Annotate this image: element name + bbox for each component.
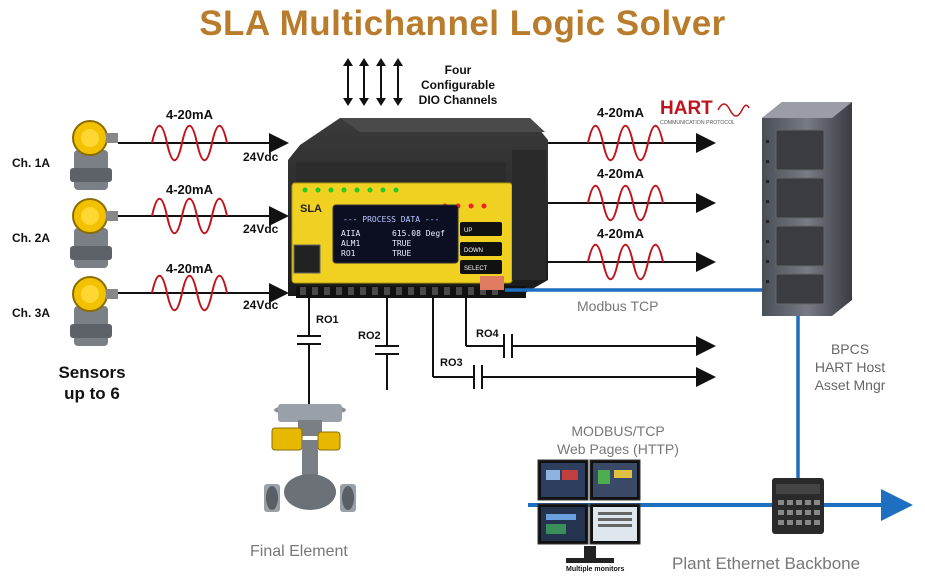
relay-ro4-label: RO4 xyxy=(476,328,499,340)
bpcs-label-line-3: Asset Mngr xyxy=(814,377,886,393)
modbus-web-label-line-2: Web Pages (HTTP) xyxy=(557,441,679,457)
relay-ro3-label: RO3 xyxy=(440,357,463,369)
channel-1-label: Ch. 1A xyxy=(12,156,51,170)
input-signal-3 xyxy=(118,274,289,312)
input-signal-2 xyxy=(118,197,289,235)
modbus-web-label-line-1: MODBUS/TCP xyxy=(571,423,665,439)
logic-solver-device xyxy=(288,118,548,298)
input-signal-1 xyxy=(118,124,289,162)
bpcs-label-line-1: BPCS xyxy=(830,341,870,357)
monitors-caption: Multiple monitors xyxy=(566,566,624,573)
sensor-transmitter-1 xyxy=(70,120,118,190)
hart-logo-subtitle: COMMUNICATION PROTOCOL xyxy=(660,120,735,126)
relay-ro1-line xyxy=(297,296,321,405)
dio-arrows xyxy=(343,58,403,106)
bpcs-cabinet xyxy=(762,102,852,316)
display-row-1-value: 615.08 Degf xyxy=(392,229,445,238)
modbus-tcp-label: Modbus TCP xyxy=(577,298,659,314)
channel-1-power: 24Vdc xyxy=(243,150,279,164)
channel-3-label: Ch. 3A xyxy=(12,306,51,320)
hart-logo xyxy=(717,103,750,117)
down-button-label: DOWN xyxy=(464,248,483,254)
channel-3-signal: 4-20mA xyxy=(166,261,213,276)
relay-ro2-label: RO2 xyxy=(358,330,381,342)
channel-1-signal: 4-20mA xyxy=(166,107,213,122)
channel-2-label: Ch. 2A xyxy=(12,231,51,245)
page-title: SLA Multichannel Logic Solver xyxy=(199,4,726,43)
backbone-label: Plant Ethernet Backbone xyxy=(672,554,861,573)
display-row-2-tag: ALM1 xyxy=(341,239,360,248)
final-element-label: Final Element xyxy=(250,543,348,560)
sensor-transmitter-3 xyxy=(70,276,118,346)
bpcs-label: BPCS HART Host Asset Mngr xyxy=(800,340,900,394)
dio-label: Four Configurable DIO Channels xyxy=(408,63,508,108)
channel-2-power: 24Vdc xyxy=(243,222,279,236)
network-switch xyxy=(772,478,824,534)
up-button-label: UP xyxy=(464,228,472,234)
relay-ro2-line xyxy=(375,296,399,390)
output-signal-3 xyxy=(548,243,716,281)
output-1-signal: 4-20mA xyxy=(597,105,644,120)
display-row-1-tag: AIIA xyxy=(341,229,360,238)
relay-ro4-line xyxy=(465,296,716,358)
device-brand: SLA xyxy=(300,203,322,215)
sensors-label-line-2: up to 6 xyxy=(64,384,120,403)
display-title: --- PROCESS DATA --- xyxy=(343,215,439,224)
dio-label-line-3: DIO Channels xyxy=(418,93,498,107)
sensors-label: Sensors up to 6 xyxy=(40,362,144,404)
display-row-3-value: TRUE xyxy=(392,249,411,258)
sensor-transmitter-2 xyxy=(70,198,118,268)
channel-2-signal: 4-20mA xyxy=(166,182,213,197)
relay-ro3-line xyxy=(432,296,716,389)
hart-logo-text: HART xyxy=(660,98,713,119)
display-row-2-value: TRUE xyxy=(392,239,411,248)
output-2-signal: 4-20mA xyxy=(597,166,644,181)
display-row-3-tag: RO1 xyxy=(341,249,356,258)
modbus-web-label: MODBUS/TCP Web Pages (HTTP) xyxy=(548,422,688,458)
relay-ro1-label: RO1 xyxy=(316,314,339,326)
select-button-label: SELECT xyxy=(464,266,488,272)
dio-label-line-1: Four xyxy=(444,63,472,77)
output-3-signal: 4-20mA xyxy=(597,226,644,241)
multiple-monitors xyxy=(537,459,641,563)
bpcs-label-line-2: HART Host xyxy=(814,359,886,375)
sensors-label-line-1: Sensors xyxy=(58,363,126,382)
channel-3-power: 24Vdc xyxy=(243,298,279,312)
output-signal-1 xyxy=(548,124,716,162)
output-signal-2 xyxy=(548,184,716,222)
final-element-valve xyxy=(264,404,356,512)
dio-label-line-2: Configurable xyxy=(421,78,495,92)
